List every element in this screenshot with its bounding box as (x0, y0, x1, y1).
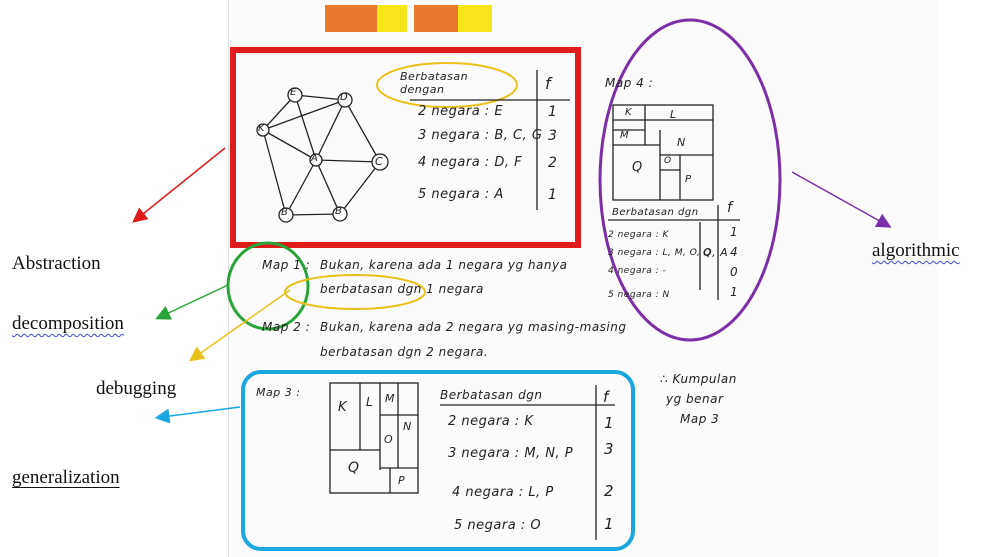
map3-row-3-f: 2 (604, 482, 615, 500)
map2-text-2: berbatasan dgn 2 negara. (320, 345, 489, 359)
table1-row-1-f: 1 (548, 104, 558, 120)
map3-drawing (329, 382, 419, 494)
map3-row-4-f: 1 (604, 515, 615, 533)
map2-text: Bukan, karena ada 2 negara yg masing-mas… (320, 320, 627, 334)
debugging-ellipse (284, 274, 426, 310)
map4-row-2: 3 negara : L, M, O, Q (608, 248, 712, 258)
graph-node-k: K (258, 123, 266, 134)
conclusion-line-3: Map 3 (680, 412, 720, 426)
map1-text-2: berbatasan dgn 1 negara (320, 282, 484, 296)
map3-title: Map 3 : (256, 386, 301, 399)
map3-cell-n: N (403, 420, 412, 433)
map3-table-header: Berbatasan dgn (440, 388, 543, 402)
map3-cell-o: O (384, 433, 394, 446)
map3-cell-p: P (398, 474, 406, 487)
map3-row-2: 3 negara : M, N, P (448, 446, 574, 461)
decomposition-arrow (155, 284, 229, 320)
map3-table-col-f: f (603, 388, 609, 406)
decomposition-circle (226, 241, 310, 331)
color-block-orange-1 (325, 5, 377, 32)
graph-node-e: E (290, 87, 297, 98)
abstraction-label: Abstraction (12, 253, 101, 274)
abstraction-arrow (132, 147, 226, 223)
map1-title: Map 1 : (262, 258, 311, 272)
conclusion-line-2: yg benar (666, 392, 724, 406)
generalization-arrow (154, 406, 241, 424)
algorithmic-arrow (791, 171, 892, 228)
graph-node-a: A (311, 153, 319, 164)
map3-cell-k: K (338, 400, 348, 415)
table1-header: Berbatasan dengan (400, 70, 469, 96)
map4-cell-q: Q (632, 160, 643, 175)
table1-row-2: 3 negara : B, C, G (418, 128, 543, 143)
color-block-yellow-1 (377, 5, 407, 32)
table1-row-2-f: 3 (548, 128, 558, 144)
map4-row-4-f: 1 (730, 285, 739, 299)
table1-row-3-f: 2 (548, 155, 558, 171)
map4-cell-l: L (670, 108, 677, 121)
graph-node-d: D (340, 92, 349, 103)
map4-cell-m: M (620, 130, 630, 141)
map3-row-4: 5 negara : O (454, 518, 542, 533)
color-block-orange-2 (414, 5, 458, 32)
graph-node-c: C (375, 155, 384, 168)
table1-col-f: f (545, 74, 552, 93)
map4-row-2-f: 4 (730, 245, 739, 259)
map4-table-header: Berbatasan dgn (612, 207, 699, 218)
map2-title: Map 2 : (262, 320, 311, 334)
map4-cell-k: K (625, 107, 633, 118)
map3-cell-q: Q (348, 460, 360, 476)
graph-drawing (256, 87, 389, 223)
map4-row-3-f: 0 (730, 265, 739, 279)
map4-cell-o: O (664, 156, 672, 166)
map4-extra: Q, A (703, 246, 729, 259)
map3-cell-m: M (385, 392, 395, 405)
table1-row-4-f: 1 (548, 187, 558, 203)
map4-drawing (612, 104, 714, 201)
debugging-arrow (188, 289, 291, 362)
color-block-yellow-2 (458, 5, 492, 32)
table1-row-4: 5 negara : A (418, 187, 504, 202)
map4-title: Map 4 : (605, 76, 654, 90)
algorithmic-circle (598, 18, 782, 342)
header-highlight-ellipse (376, 62, 518, 108)
generalization-box (241, 370, 635, 551)
table1-row-1: 2 negara : E (418, 104, 504, 119)
map4-row-1-f: 1 (730, 225, 739, 239)
graph-node-b2: B (335, 206, 343, 217)
abstraction-box (230, 47, 581, 248)
map4-table-col-f: f (727, 200, 733, 216)
table1-row-3: 4 negara : D, F (418, 155, 523, 170)
map3-row-3: 4 negara : L, P (452, 485, 554, 500)
map3-row-1: 2 negara : K (448, 414, 534, 429)
conclusion-line-1: ∴ Kumpulan (660, 372, 737, 386)
decomposition-label: decomposition (12, 313, 124, 334)
map4-row-1: 2 negara : K (608, 230, 669, 240)
map3-row-1-f: 1 (604, 414, 615, 432)
debugging-label: debugging (96, 378, 177, 399)
map4-cell-p: P (685, 174, 692, 185)
algorithmic-label: algorithmic (872, 240, 960, 261)
map4-row-4: 5 negara : N (608, 290, 670, 300)
map3-row-2-f: 3 (604, 440, 615, 458)
map4-cell-n: N (677, 136, 686, 149)
map4-row-3: 4 negara : - (608, 266, 667, 276)
map1-text: Bukan, karena ada 1 negara yg hanya (320, 258, 568, 272)
generalization-label: generalization (12, 467, 120, 488)
map3-cell-l: L (366, 395, 374, 409)
graph-node-b1: B (281, 207, 289, 218)
